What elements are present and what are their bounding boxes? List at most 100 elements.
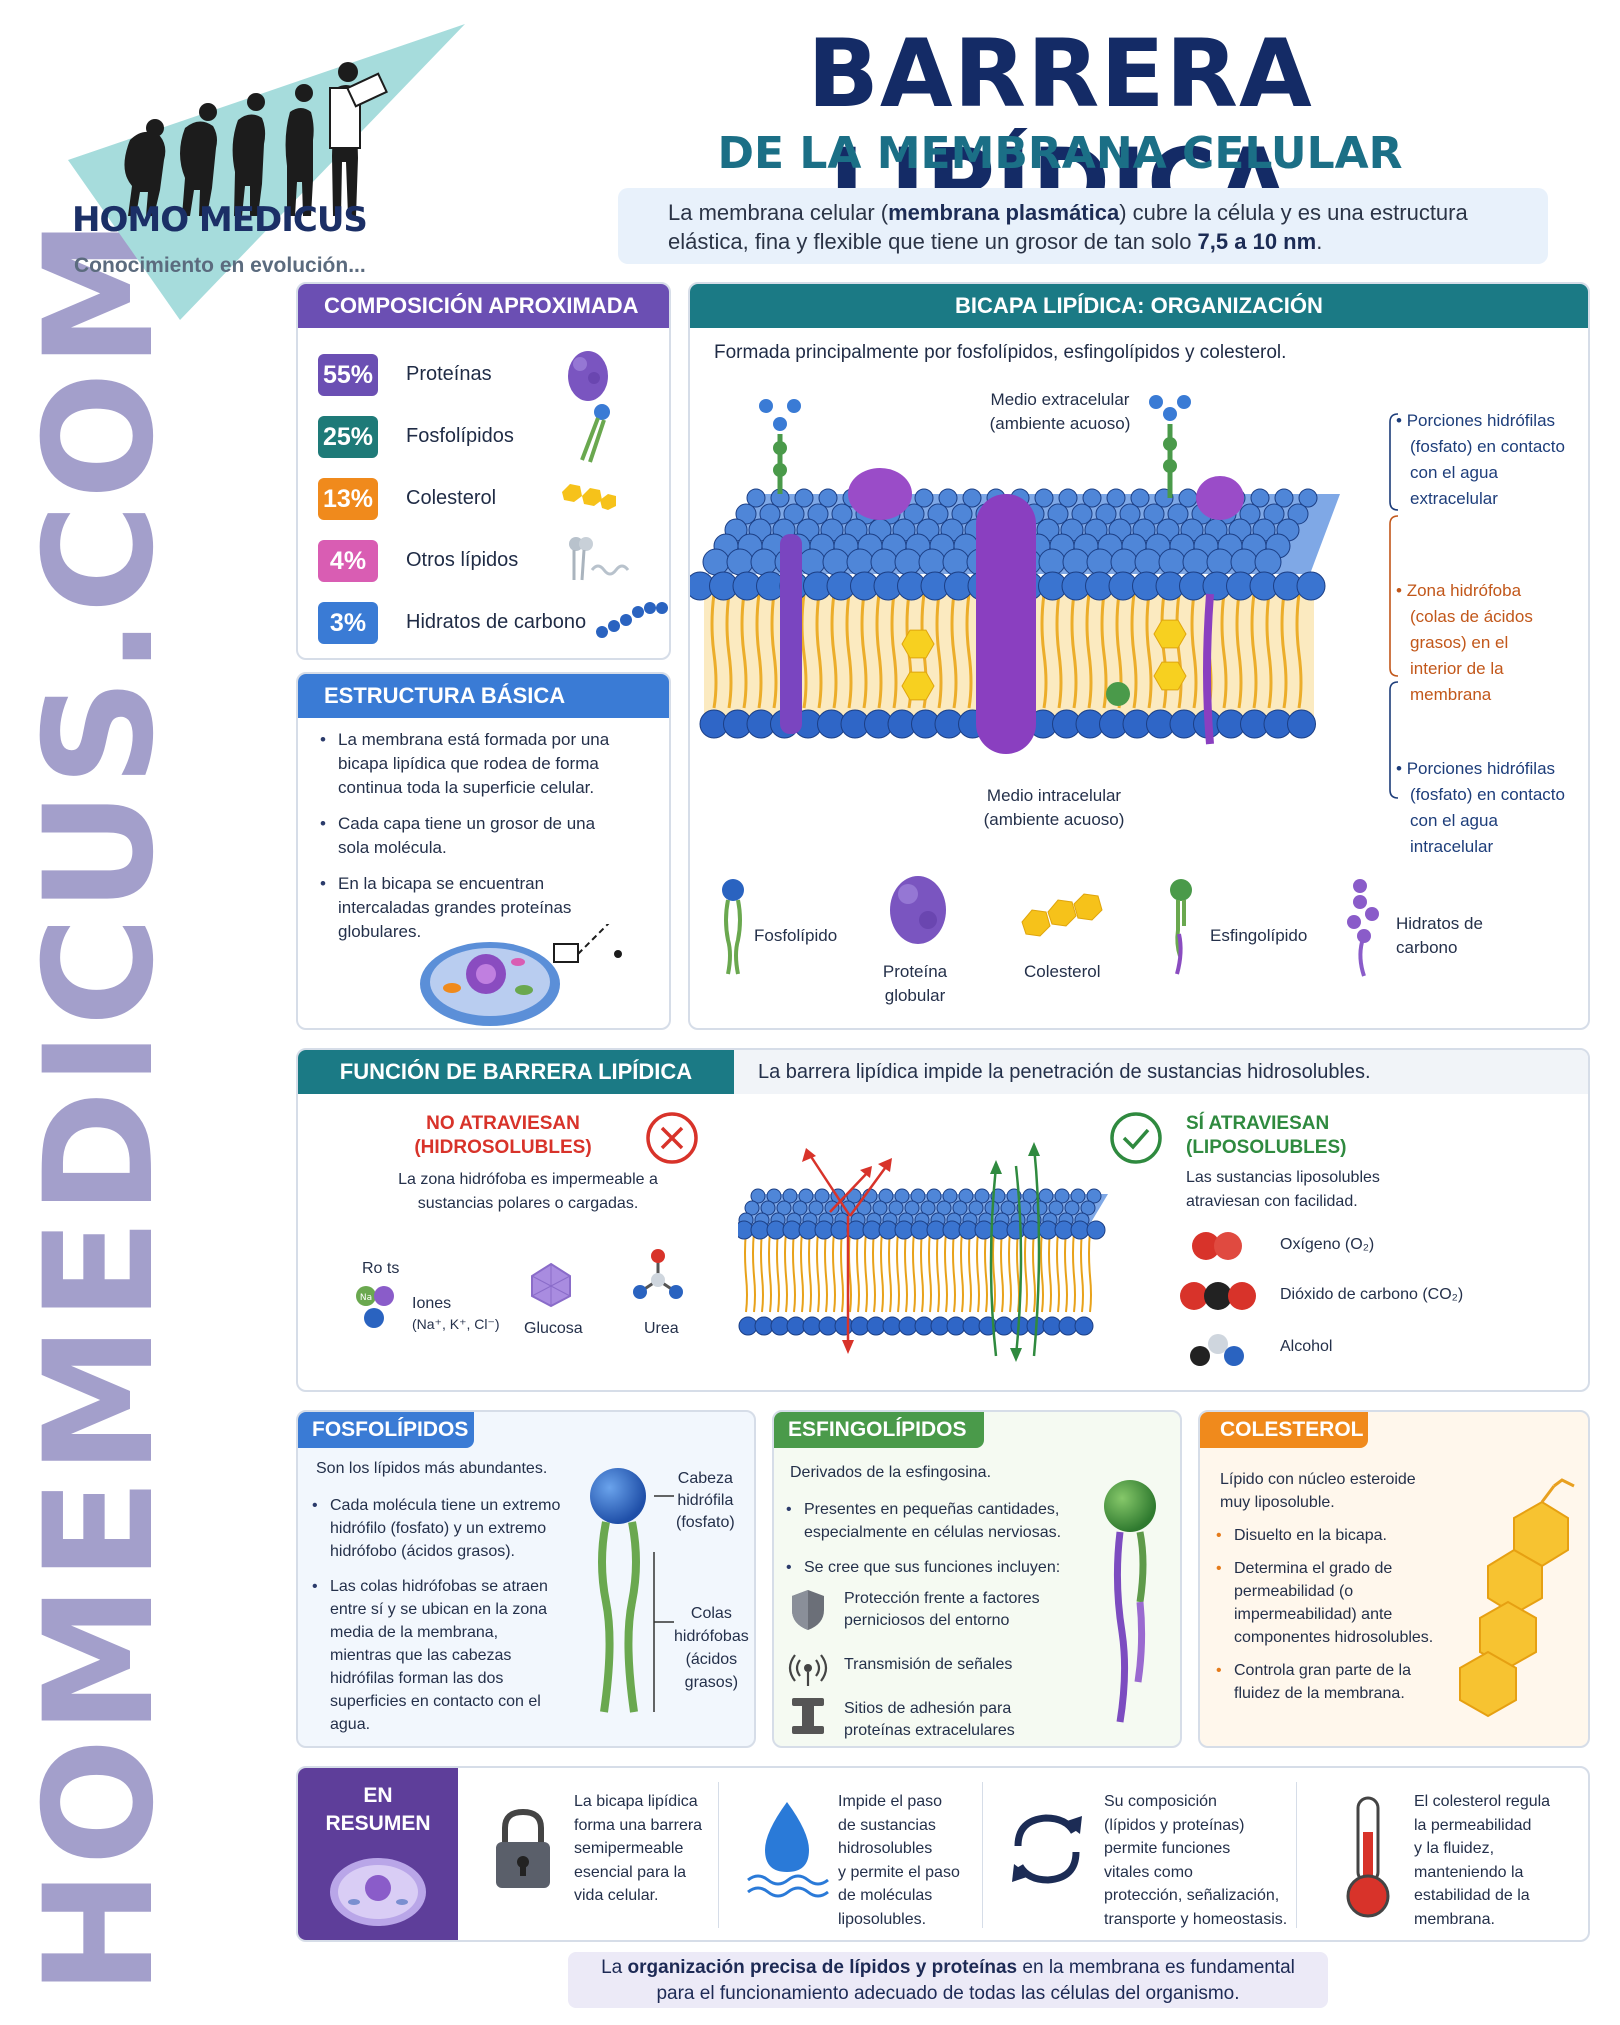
phospholipid-head [1038,548,1066,576]
yes-cross-title-line: SÍ ATRAVIESAN [1186,1113,1330,1134]
glycan-unit [773,441,787,455]
phospholipid-head [1239,503,1261,525]
phospholipid-head [1062,548,1090,576]
intracellular-label-line: (ambiente acuoso) [983,810,1125,829]
phospholipid-head [726,548,754,576]
phospholipid-head [754,1316,774,1336]
protein-legend-icon [890,876,946,944]
phospholipids-bullet: Cada molécula tiene un extremo hidrófilo… [312,1494,562,1563]
sphingolipid-head [1106,682,1130,706]
phospholipid-head [1080,1200,1096,1216]
note-text: Porciones hidrófilas (fosfato) en contac… [1406,759,1565,856]
summary-card: EN RESUMEN La bicapa lipídica forma una … [296,1766,1590,1942]
phospholipid-head [862,1220,882,1240]
phospholipid-head [1182,548,1210,576]
urea-label: Urea [644,1320,679,1337]
logo-tagline: Conocimiento en evolución... [74,254,366,277]
glycan-unit [1163,459,1177,473]
phospholipid-head [914,1316,934,1336]
glycan-unit [787,399,801,413]
logo-graphic [68,24,465,320]
footer-text: en la membrana es fundamental [1017,1957,1295,1978]
phospholipid-head [1254,548,1282,576]
cholesterol-large-icon [1459,1478,1575,1718]
phospholipid-head [1274,488,1294,508]
summary-line: la permeabilidad [1414,1816,1532,1834]
examples-label: Ro ts [362,1260,400,1277]
oxygen-molecule-icon [1192,1232,1242,1260]
extracellular-label-line: (ambiente acuoso) [989,414,1131,433]
summary-line: transporte y homeostasis. [1104,1910,1288,1928]
sphingolipid-large-icon [1104,1480,1156,1723]
phospholipids-card: FOSFOLÍPIDOS Son los lípidos más abundan… [296,1410,756,1748]
phospholipid-head [958,1188,974,1204]
phospholipid-head [1082,488,1102,508]
glycan-unit [1163,407,1177,421]
summary-line: Impide el paso [838,1793,943,1810]
summary-line: vitales como [1104,1863,1193,1881]
composition-label: Proteínas [406,363,492,385]
barrier-diagram [738,1142,1108,1362]
phospholipid-head [914,488,934,508]
percent-badge: 25% [318,416,378,458]
phospholipid-head [1006,1220,1026,1240]
summary-line: permite funciones [1104,1840,1231,1857]
summary-line: protección, señalización, [1104,1887,1280,1904]
phospholipid-head [798,548,826,576]
phospholipid-head [1070,1220,1090,1240]
legend-phospholipid: Fosfolípido [754,926,838,945]
intracellular-label: Medio intracelular (ambiente acuoso) [954,784,1154,832]
thermometer-icon [1346,1796,1390,1918]
alcohol-label: Alcohol [1280,1338,1333,1355]
sphingolipids-bullet: Se cree que sus funciones incluyen: [786,1556,1076,1579]
phospholipid-head [807,503,829,525]
phospholipid-head [783,503,805,525]
phospholipid-head [904,1200,920,1216]
glucose-label: Glucosa [524,1320,583,1337]
watermark-text: HOMEMEDICUS.COM [13,214,187,1996]
footer-text: para el funcionamiento adecuado de todas… [656,1983,1240,2004]
legend-protein-line: Proteína [882,962,948,981]
tails-label-line: (ácidos [685,1651,738,1668]
phospholipid-head [1074,1316,1094,1336]
phospholipid-head [786,1316,806,1336]
legend-carbohydrate: Hidratos de carbono [1396,912,1483,960]
glycan-unit [773,463,787,477]
cycle-arrows-icon [1012,1814,1082,1884]
phospholipid-head [888,1200,904,1216]
extracellular-label: Medio extracelular (ambiente acuoso) [960,388,1160,436]
water-drop-icon [747,1802,829,1898]
padlock-icon [496,1808,550,1888]
percent-badge: 55% [318,354,378,396]
cholesterol-card: COLESTEROL Lípido con núcleo esteroide m… [1198,1410,1590,1748]
phospholipid-head [968,1200,984,1216]
cholesterol-bullet: Controla gran parte de la fluidez de la … [1216,1659,1446,1705]
phospholipid-head [782,1220,802,1240]
alcohol-molecule-icon [1190,1334,1244,1366]
phospholipid-head [1071,503,1093,525]
basic-structure-bullet: La membrana está formada por una bicapa … [320,728,620,800]
phospholipid-head [962,1316,982,1336]
phospholipid-head [1058,488,1078,508]
phospholipid-head [1054,1188,1070,1204]
bilayer-title: BICAPA LIPÍDICA: ORGANIZACIÓN [690,284,1588,328]
summary-item-text: Impide el paso de sustancias hidrosolubl… [838,1790,960,1931]
phospholipid-head [1298,488,1318,508]
phospholipid-head [776,1200,792,1216]
phospholipid-head [1086,548,1114,576]
phospholipid-head [1058,1316,1078,1336]
phospholipid-head [846,548,874,576]
phospholipid-head [770,1316,790,1336]
legend-carbohydrate-line: carbono [1396,938,1458,957]
urea-icon [633,1249,683,1299]
shield-icon [792,1590,824,1630]
protein-icon [568,351,608,401]
bracket-lines [1389,413,1399,799]
co2-molecule-icon [1180,1282,1256,1310]
summary-line: (lípidos y proteínas) [1104,1816,1245,1834]
phospholipid-head [1047,503,1069,525]
percent-badge: 4% [318,540,378,582]
intro-bold: 7,5 a 10 nm [1197,229,1317,254]
no-cross-title-line: NO ATRAVIESAN [426,1113,580,1134]
cholesterol-list: Disuelto en la bicapa. Determina el grad… [1216,1524,1446,1717]
